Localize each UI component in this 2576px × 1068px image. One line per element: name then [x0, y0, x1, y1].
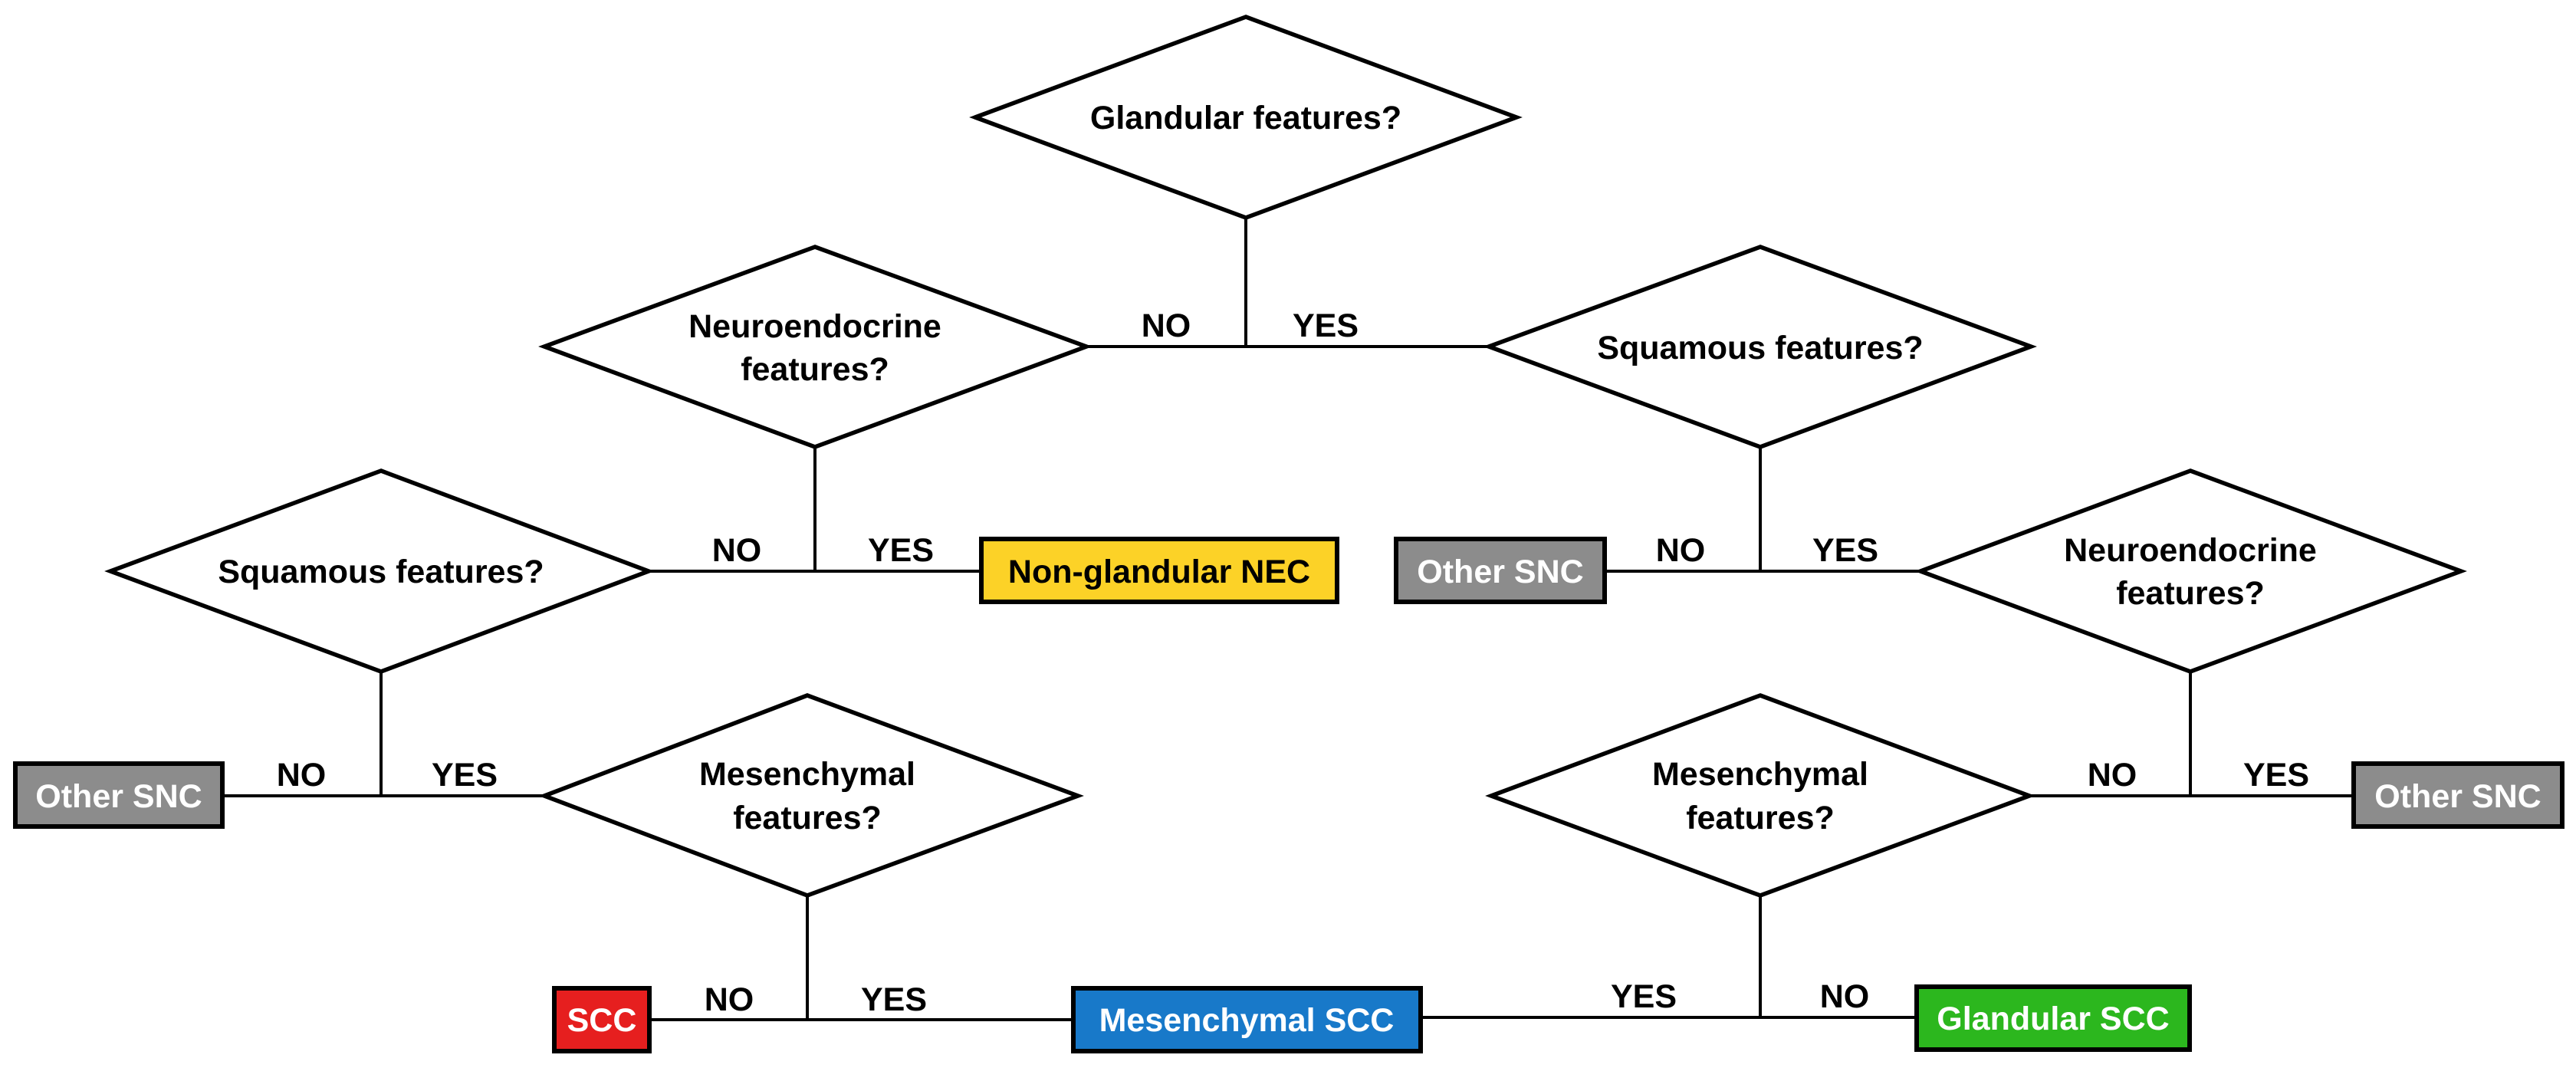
- decision-text: features?: [2116, 575, 2265, 612]
- outcome-other-snc-right: Other SNC: [1394, 537, 1607, 604]
- decision-glandular: Glandular features?: [969, 15, 1523, 220]
- decision-text: Squamous features?: [218, 554, 544, 590]
- no-label: NO: [277, 757, 327, 794]
- decision-text: Glandular features?: [1090, 100, 1401, 136]
- outcome-text: Mesenchymal SCC: [1099, 1002, 1395, 1039]
- decision-diamond: [538, 245, 1092, 449]
- no-label: NO: [2088, 757, 2137, 794]
- outcome-box: [979, 537, 1339, 604]
- outcome-text: Other SNC: [35, 778, 202, 815]
- outcome-text: Other SNC: [1417, 554, 1583, 590]
- decision-text: Squamous features?: [1597, 330, 1923, 366]
- decision-text: features?: [1686, 800, 1835, 836]
- no-label: NO: [1656, 532, 1706, 569]
- decision-squamous-right: Squamous features?: [1483, 245, 2037, 449]
- connectors: [222, 218, 2354, 1021]
- yes-label: YES: [1611, 978, 1677, 1015]
- decision-text: features?: [741, 351, 889, 388]
- no-label: NO: [712, 532, 762, 569]
- outcome-non-glandular-nec: Non-glandular NEC: [979, 537, 1339, 604]
- decision-text: features?: [733, 800, 882, 836]
- yes-label: YES: [432, 757, 498, 794]
- yes-label: YES: [2243, 757, 2309, 794]
- outcome-text: Non-glandular NEC: [1008, 554, 1310, 590]
- yes-label: YES: [1293, 307, 1359, 344]
- no-label: NO: [705, 981, 754, 1018]
- yes-label: YES: [1812, 532, 1878, 569]
- decision-diamond: [538, 693, 1084, 898]
- decision-text: Mesenchymal: [699, 756, 915, 793]
- decision-neuroendocrine-left: Neuroendocrine features?: [538, 245, 1092, 449]
- decision-squamous-left: Squamous features?: [104, 468, 655, 674]
- yes-label: YES: [868, 532, 934, 569]
- no-label: NO: [1142, 307, 1191, 344]
- outcome-other-snc-far-right: Other SNC: [2351, 761, 2564, 829]
- outcome-box: [13, 761, 225, 829]
- outcome-text: Other SNC: [2374, 778, 2541, 815]
- decision-text: Mesenchymal: [1652, 756, 1868, 793]
- decision-diamond: [1914, 468, 2467, 674]
- outcome-other-snc-left: Other SNC: [13, 761, 225, 829]
- no-label: NO: [1820, 978, 1870, 1015]
- decision-text: Neuroendocrine: [688, 308, 941, 345]
- outcome-box: [1071, 986, 1423, 1053]
- outcome-scc: SCC: [552, 986, 652, 1053]
- outcome-text: Glandular SCC: [1937, 1001, 2169, 1037]
- branch-labels: NO YES NO YES NO YES NO YES NO YES NO YE…: [277, 307, 2309, 1018]
- decision-neuroendocrine-right: Neuroendocrine features?: [1914, 468, 2467, 674]
- decision-diamond: [104, 468, 655, 674]
- outcome-glandular-scc: Glandular SCC: [1914, 984, 2192, 1052]
- outcome-box: [1394, 537, 1607, 604]
- decision-diamond: [1483, 245, 2037, 449]
- decision-diamond: [1485, 693, 2036, 898]
- decision-mesenchymal-right: Mesenchymal features?: [1485, 693, 2036, 898]
- decision-diamond: [969, 15, 1523, 220]
- yes-label: YES: [861, 981, 927, 1018]
- outcome-box: [2351, 761, 2564, 829]
- outcome-text: SCC: [567, 1002, 637, 1039]
- outcome-box: [552, 986, 652, 1053]
- decision-mesenchymal-left: Mesenchymal features?: [538, 693, 1084, 898]
- outcome-box: [1914, 984, 2192, 1052]
- decision-text: Neuroendocrine: [2064, 532, 2317, 569]
- outcome-mesenchymal-scc: Mesenchymal SCC: [1071, 986, 1423, 1053]
